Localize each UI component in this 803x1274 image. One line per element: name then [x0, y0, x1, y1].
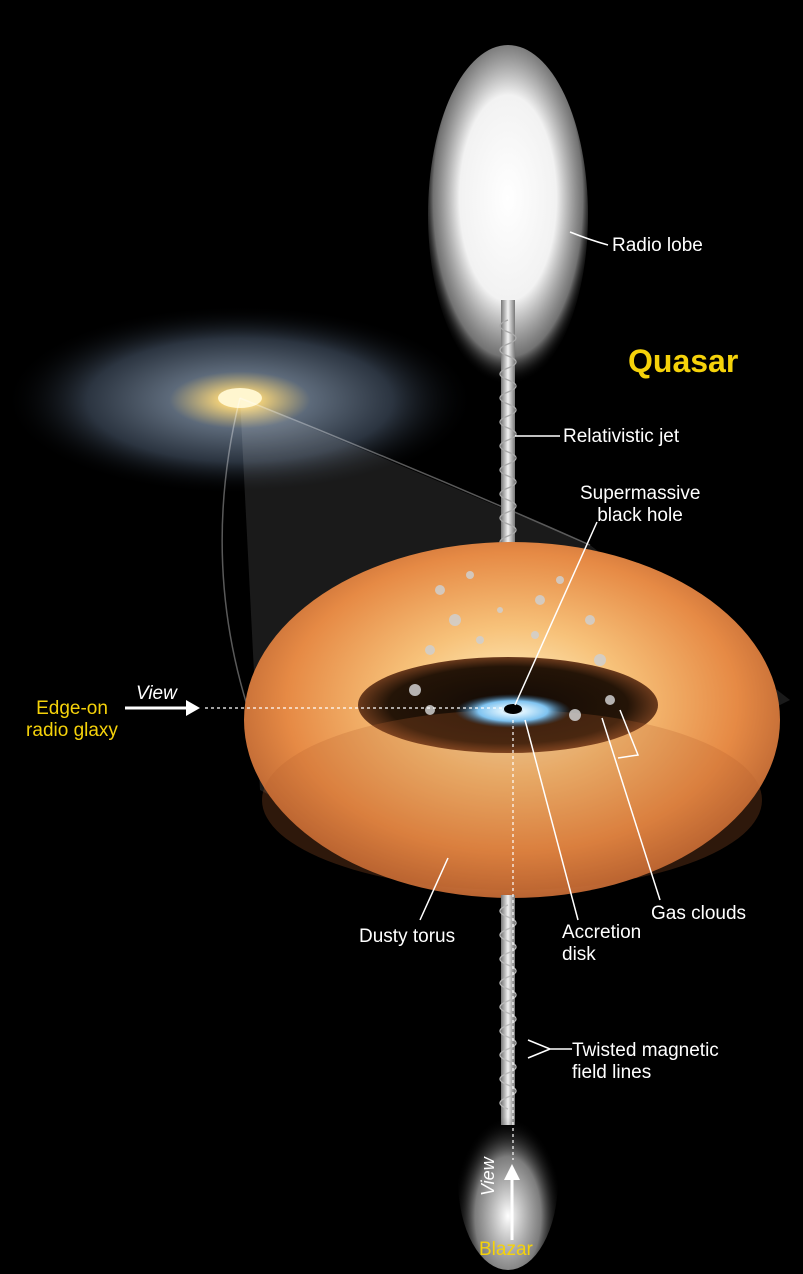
label-dusty-torus: Dusty torus — [359, 926, 456, 947]
leader-smbh — [514, 521, 598, 706]
label-edge-on-line2: radio glaxy — [26, 720, 118, 741]
label-gas-clouds: Gas clouds — [651, 903, 747, 924]
label-twisted-line2: field lines — [572, 1062, 652, 1083]
label-accretion-line1: Accretion — [562, 922, 642, 943]
leader-radio-lobe — [569, 231, 609, 246]
label-view-vertical: View — [478, 1157, 498, 1196]
jet-lower — [501, 895, 515, 1125]
radio-lobe — [428, 45, 588, 385]
leader-gas-clouds-1 — [601, 717, 661, 901]
leader-gas-clouds-2 — [617, 709, 640, 759]
label-accretion-disk: Accretion disk — [562, 922, 641, 966]
blank-panel — [36, 1130, 382, 1258]
zoom-cone-edge-right — [239, 397, 591, 546]
gas-cloud-group — [409, 571, 615, 721]
label-edge-on-line1: Edge-on — [36, 698, 108, 719]
leader-dusty-torus — [419, 857, 449, 921]
label-accretion-line2: disk — [562, 944, 596, 965]
view-arrow-vertical-head — [504, 1164, 520, 1180]
label-blazar: Blazar — [479, 1239, 533, 1260]
label-twisted-line1: Twisted magnetic — [572, 1040, 719, 1061]
page-title: Quasar — [628, 343, 739, 379]
label-edge-on-radio-galaxy: Edge-on radio glaxy — [22, 698, 122, 742]
leader-twisted-field — [527, 1039, 572, 1059]
label-view-horizontal: View — [136, 683, 177, 704]
label-twisted-magnetic-field-lines: Twisted magnetic field lines — [572, 1040, 719, 1084]
galaxy-core — [218, 388, 262, 408]
label-smbh-line1: Supermassive — [580, 483, 701, 504]
label-supermassive-black-hole: Supermassive black hole — [580, 483, 700, 527]
leader-accretion-disk — [524, 719, 579, 921]
label-relativistic-jet: Relativistic jet — [563, 426, 680, 447]
jet-helix-lower — [499, 904, 517, 1110]
label-smbh-line2: black hole — [597, 505, 683, 526]
label-radio-lobe: Radio lobe — [612, 235, 703, 256]
jet-helix-upper — [499, 319, 517, 561]
view-arrow-horizontal-head — [186, 700, 200, 716]
black-hole — [504, 704, 522, 714]
torus-shade — [262, 710, 762, 890]
